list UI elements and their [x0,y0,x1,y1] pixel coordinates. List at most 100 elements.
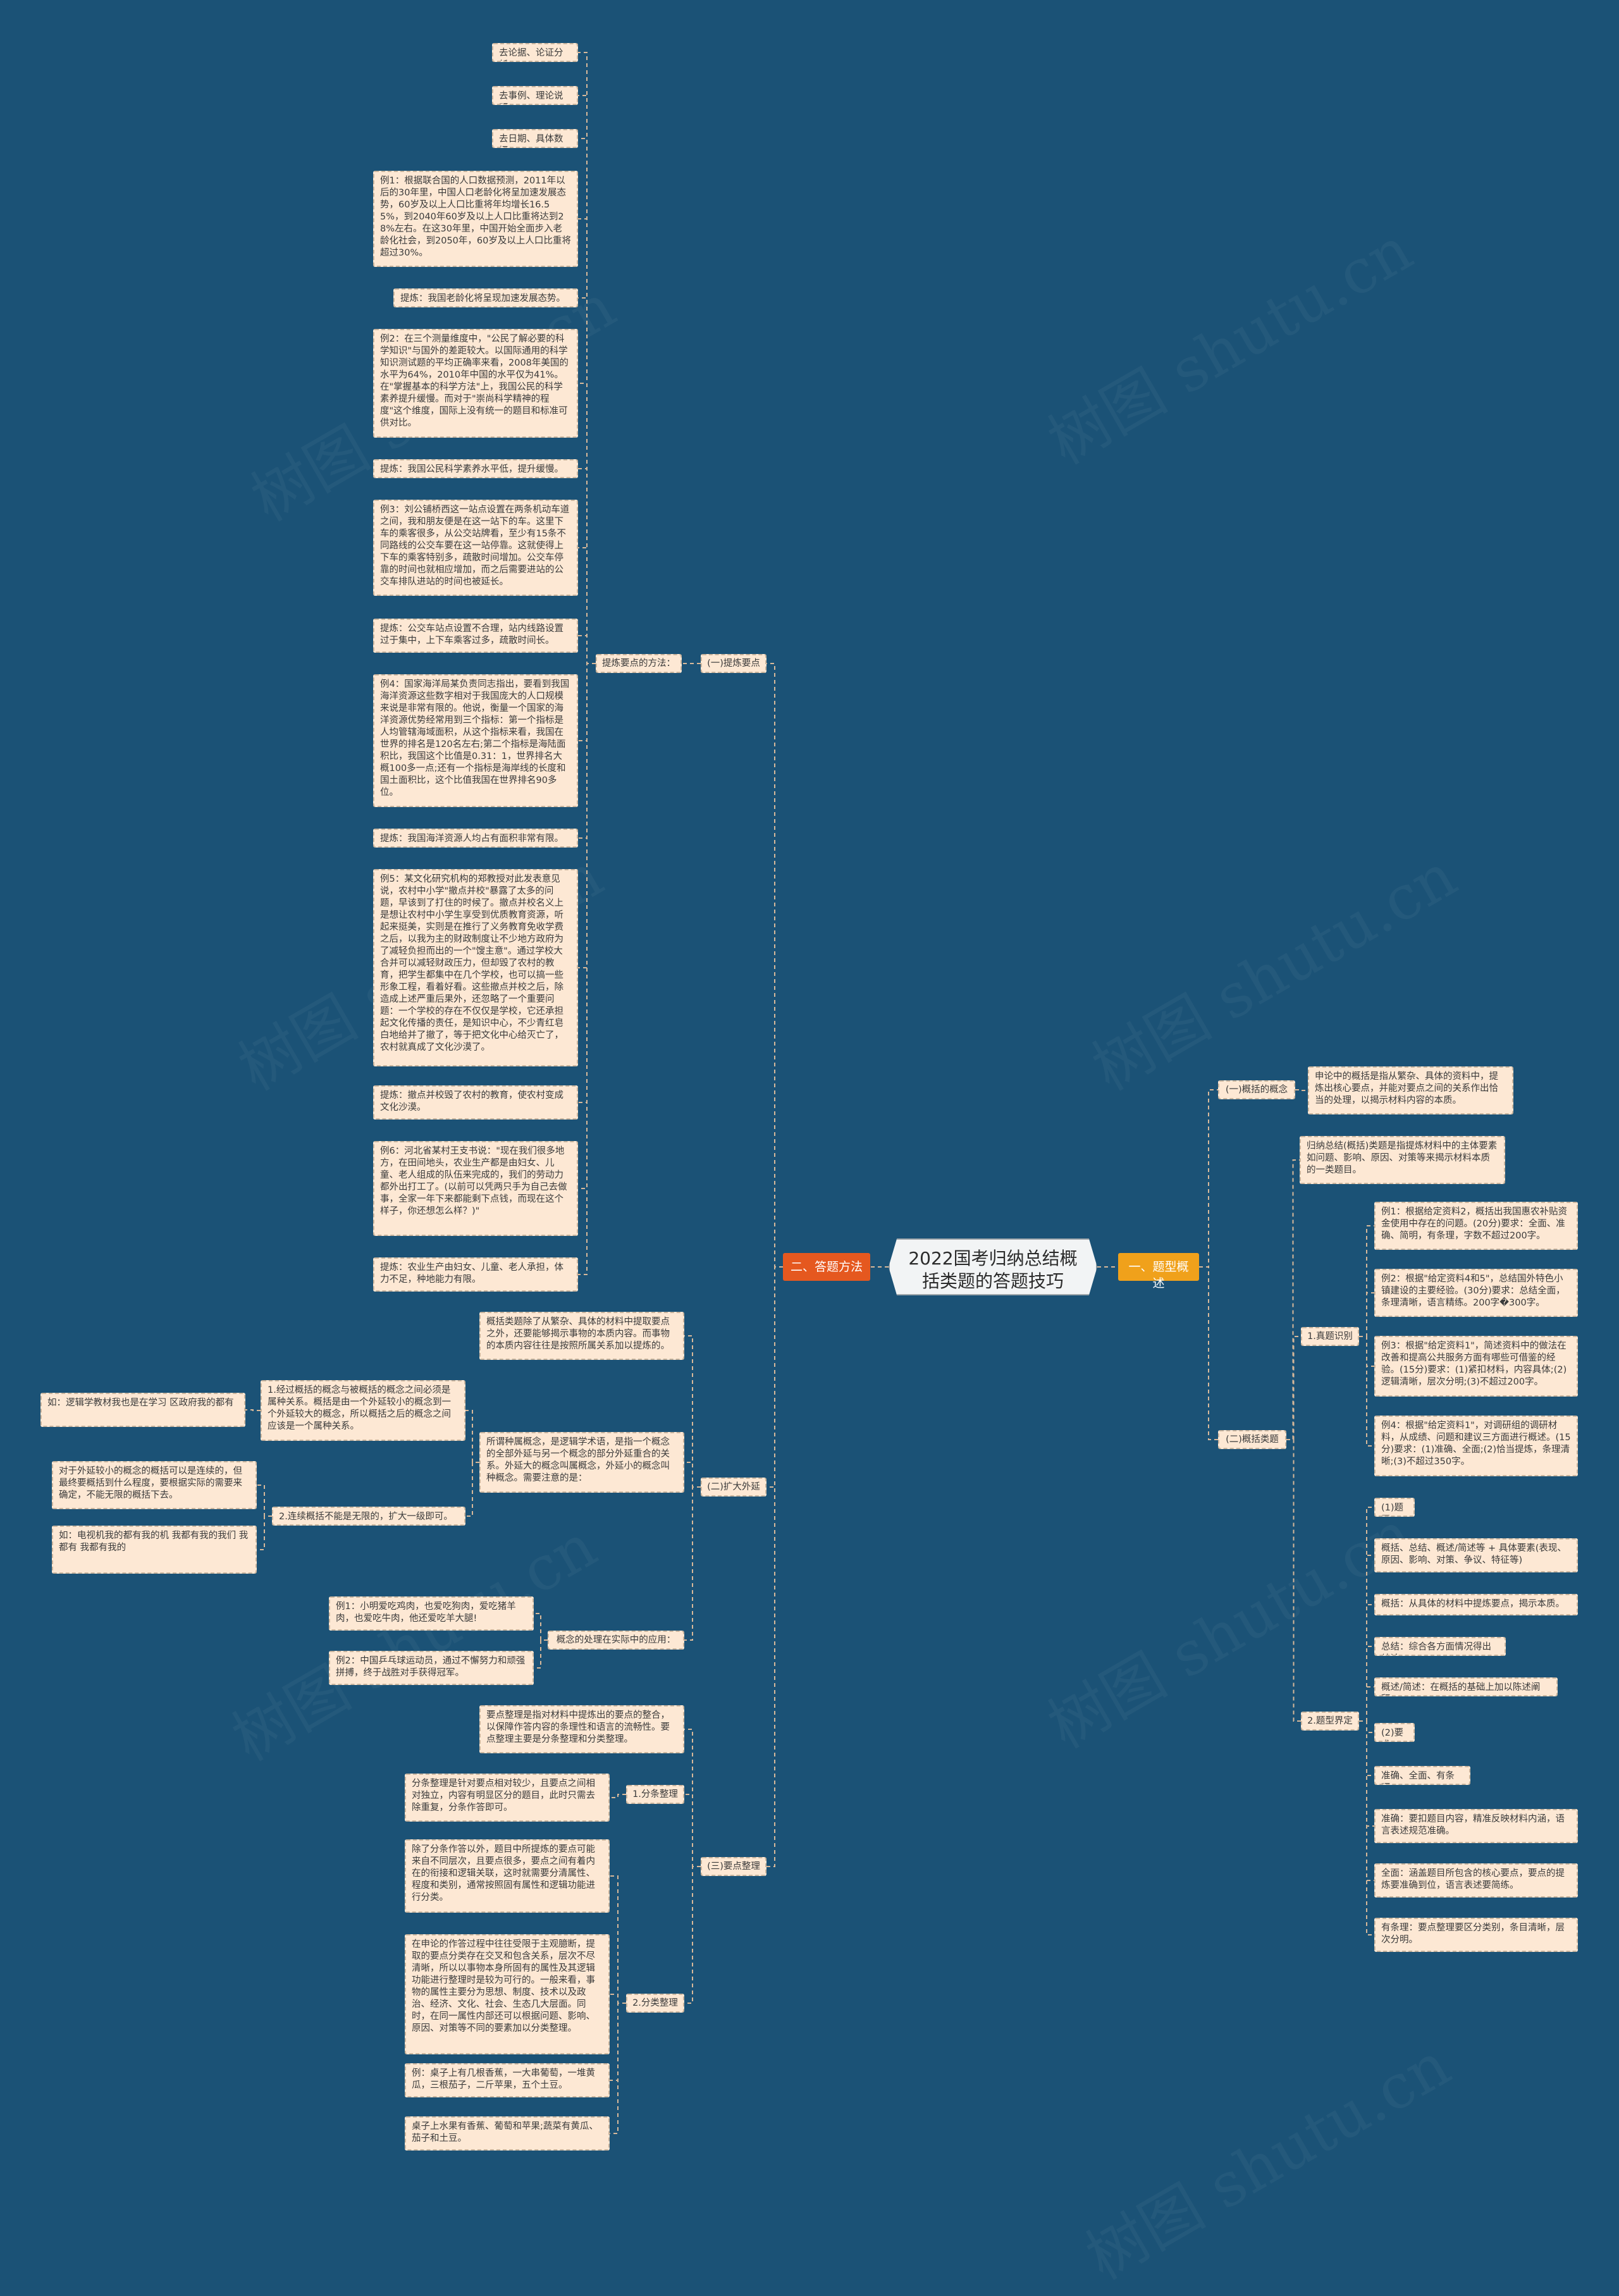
organize-by-item-label[interactable]: 1.分条整理 [626,1785,684,1804]
connector-line [578,635,596,664]
define-item[interactable]: 全面：涵盖题目所包含的核心要点，要点的提炼要准确到位，语言表述要简练。 [1374,1863,1578,1898]
connector-line [578,547,596,664]
connector-line [534,1639,548,1669]
organize-by-category-item[interactable]: 在申论的作答过程中往往受限于主观臆断，提取的要点分类存在交叉和包含关系，层次不尽… [405,1934,610,2054]
types-label[interactable]: (二)概括类题 [1218,1430,1286,1449]
connector-line [766,1266,783,1867]
extract-example[interactable]: 例2：在三个测量维度中，"公民了解必要的科学知识"与国外的差距较大。以国际通用的… [373,329,578,438]
genus-species-text[interactable]: 所谓种属概念，是逻辑学术语，是指一个概念的全部外延与另一个概念的部分外延重合的关… [479,1432,684,1493]
principle-1[interactable]: 1.经过概括的概念与被概括的概念之间必须是属种关系。概括是由一个外延较小的概念到… [261,1380,465,1441]
apply-label[interactable]: 概念的处理在实际中的应用： [548,1631,684,1650]
connector-line [684,1486,701,1641]
connector-line [578,138,596,664]
connector-line [1359,1604,1374,1722]
extract-example[interactable]: 例1：根据联合国的人口数据预测，2011年以后的30年里，中国人口老龄化将呈加速… [373,171,578,267]
define-item[interactable]: 有条理：要点整理要区分类别，条目清晰，层次分明。 [1374,1918,1578,1952]
extract-rule[interactable]: 去事例、理论说明 [492,86,578,105]
extract-summary[interactable]: 提炼：我国老龄化将呈现加速发展态势。 [393,288,578,307]
organize-label[interactable]: (三)要点整理 [701,1857,766,1876]
extract-summary[interactable]: 提炼：我国海洋资源人均占有面积非常有限。 [373,829,578,848]
connector-line [684,1794,701,1867]
principle-2-example[interactable]: 如：电视机我的都有我的机 我都有我的我们 我都有 我都有我的 [52,1526,257,1574]
define-item[interactable]: 概述/简述：在概括的基础上加以陈述阐释。 [1374,1677,1558,1696]
extract-summary[interactable]: 提炼：撤点并校毁了农村的教育，使农村变成文化沙漠。 [373,1085,578,1120]
connector-line [578,663,596,1103]
apply-example[interactable]: 例2：中国乒乓球运动员，通过不懈努力和顽强拼搏，终于战胜对手获得冠军。 [329,1651,534,1685]
connector-line [578,383,596,664]
organize-by-category-item[interactable]: 桌子上水果有香蕉、葡萄和苹果;蔬菜有黄瓜、茄子和土豆。 [405,2116,610,2151]
connector-line [1359,1720,1374,1776]
connector-line [578,297,596,664]
connector-line [610,1994,626,2004]
branch-methods[interactable]: 二、答题方法 [783,1253,870,1281]
connector-line [578,663,596,1189]
connector-line [1359,1720,1374,1881]
identify-example[interactable]: 例2：根据"给定资料4和5"，总结国外特色小镇建设的主要经验。(30分)要求：总… [1374,1269,1578,1317]
connector-line [1359,1720,1374,1935]
principle-2-detail[interactable]: 对于外延较小的概念的概括可以是连续的，但最终要概括到什么程度，要根据实际的需要来… [52,1461,257,1509]
extract-example[interactable]: 例5：某文化研究机构的郑教授对此发表意见说，农村中小学"撤点并校"暴露了太多的问… [373,869,578,1066]
organize-text[interactable]: 要点整理是指对材料中提炼出的要点的整合，以保障作答内容的条理性和语言的流畅性。要… [479,1705,684,1753]
connector-line [1359,1720,1374,1827]
define-item[interactable]: 概括：从具体的材料中提炼要点，揭示本质。 [1374,1594,1578,1615]
extract-summary[interactable]: 提炼：农业生产由妇女、儿童、老人承担，体力不足，种地能力有限。 [373,1257,578,1292]
define-item[interactable]: (2)要求 [1374,1723,1415,1742]
connector-line [1359,1686,1374,1722]
branch-overview[interactable]: 一、题型概述 [1118,1253,1199,1290]
define-item[interactable]: 准确、全面、有条理 [1374,1766,1470,1785]
connector-line [610,1794,626,1798]
connector-line [1286,1159,1300,1440]
define-item[interactable]: 总结：综合各方面情况得出结论。 [1374,1637,1506,1656]
principle-1-example[interactable]: 如：逻辑学教材我也是在学习 区政府我的都有 [40,1393,245,1427]
extract-rule[interactable]: 去日期、具体数据 [492,129,578,148]
extract-label[interactable]: (一)提炼要点 [701,654,766,673]
connector-line [1199,1089,1218,1268]
identify-example[interactable]: 例3：根据"给定资料1"，简述资料中的做法在改善和提高公共服务方面有哪些可借鉴的… [1374,1336,1578,1397]
define-item[interactable]: (1)题干 [1374,1498,1415,1517]
connector-line [578,663,596,968]
connector-line [1359,1720,1374,1733]
types-intro[interactable]: 归纳总结(概括)类题是指提炼材料中的主体要素如问题、影响、原因、对策等来揭示材料… [1300,1136,1505,1184]
define-label[interactable]: 2.题型界定 [1301,1712,1359,1731]
apply-example[interactable]: 例1：小明爱吃鸡肉，也爱吃狗肉，爱吃猪羊肉，也爱吃牛肉，他还爱吃羊大腿! [329,1596,534,1631]
connector-line [1199,1266,1218,1440]
connector-line [610,1875,626,2004]
connector-line [684,1729,701,1867]
connector-line [578,52,596,664]
connector-line [766,663,783,1268]
concept-label[interactable]: (一)概括的概念 [1218,1080,1295,1099]
concept-text[interactable]: 申论中的概括是指从繁杂、具体的资料中，提炼出核心要点，并能对要点之间的关系作出恰… [1308,1066,1513,1114]
connector-line [684,1335,701,1488]
connector-line [1359,1646,1374,1722]
define-item[interactable]: 概括、总结、概述/简述等 + 具体要素(表现、原因、影响、对策、争议、特征等) [1374,1538,1578,1572]
extract-method-label[interactable]: 提炼要点的方法： [596,654,682,673]
connector-line [578,663,596,839]
connector-line [257,1515,272,1550]
watermark: 树图 shutu.cn [1030,202,1425,481]
watermark: 树图 shutu.cn [1068,2017,1463,2296]
extract-summary[interactable]: 提炼：我国公民科学素养水平低，提升缓慢。 [373,459,578,478]
extract-example[interactable]: 例3：刘公铺桥西这一站点设置在两条机动车道之间，我和朋友便是在这一站下的车。这里… [373,500,578,596]
extract-rule[interactable]: 去论据、论证分析 [492,43,578,62]
connector-line [534,1613,548,1641]
principle-2[interactable]: 2.连续概括不能是无限的，扩大一级即可。 [272,1507,465,1526]
define-item[interactable]: 准确：要扣题目内容，精准反映材料内涵，语言表述规范准确。 [1374,1809,1578,1843]
expand-text[interactable]: 概括类题除了从繁杂、具体的材料中提取要点之外，还要能够揭示事物的本质内容。而事物… [479,1312,684,1360]
root-topic[interactable]: 2022国考归纳总结概括类题的答题技巧 [889,1238,1097,1295]
extract-example[interactable]: 例6：河北省某村王支书说："现在我们很多地方，在田间地头，农业生产都是由妇女、儿… [373,1141,578,1236]
connector-line [1359,1336,1374,1447]
extract-summary[interactable]: 提炼：公交车站点设置不合理，站内线路设置过于集中，上下车乘客过多，疏散时间长。 [373,619,578,653]
identify-label[interactable]: 1.真题识别 [1301,1327,1359,1346]
organize-by-item-text[interactable]: 分条整理是针对要点相对较少，且要点之间相对独立，内容有明显区分的题目，此时只需去… [405,1774,610,1822]
connector-line [1359,1507,1374,1722]
connector-line [1286,1439,1301,1722]
organize-by-category-item[interactable]: 例：桌子上有几根香蕉，一大串葡萄，一堆黄瓜，三根茄子，二斤苹果，五个土豆。 [405,2063,610,2097]
organize-by-category-label[interactable]: 2.分类整理 [626,1994,684,2013]
identify-example[interactable]: 例4：根据"给定资料1"，对调研组的调研材料，从成绩、问题和建议三方面进行概述。… [1374,1416,1578,1476]
extract-example[interactable]: 例4：国家海洋局某负责同志指出，要看到我国海洋资源这些数字相对于我国庞大的人口规… [373,674,578,807]
expand-label[interactable]: (二)扩大外延 [701,1478,766,1497]
identify-example[interactable]: 例1：根据给定资料2，概括出我国惠农补贴资金使用中存在的问题。(20分)要求：全… [1374,1202,1578,1250]
connector-line [1359,1336,1374,1367]
connector-line [684,1462,701,1488]
organize-by-category-item[interactable]: 除了分条作答以外，题目中所提炼的要点可能来自不同层次，且要点很多，要点之间有着内… [405,1839,610,1913]
